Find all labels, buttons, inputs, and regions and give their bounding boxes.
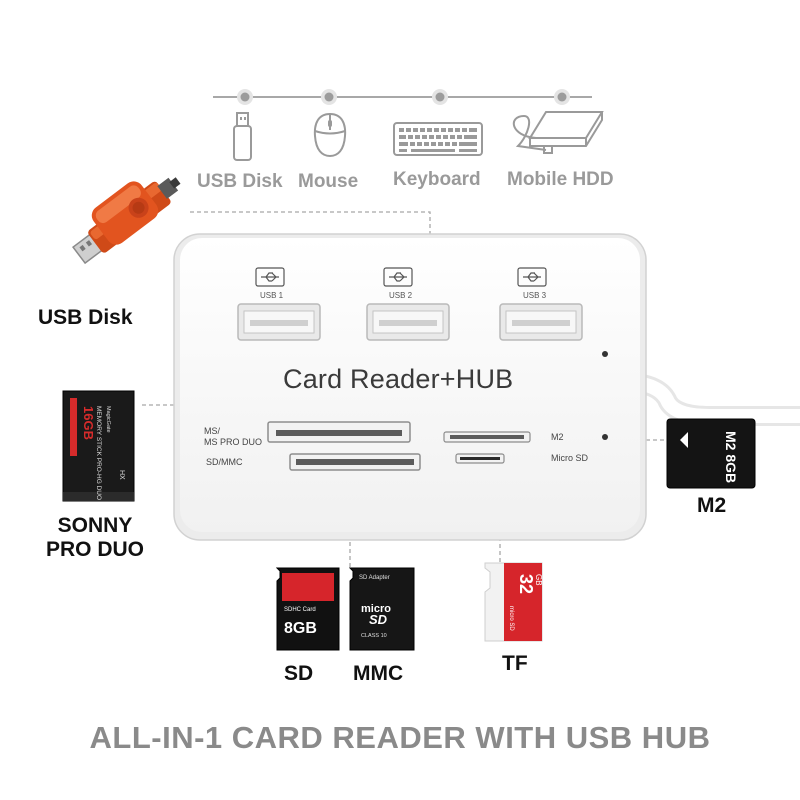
hub-body [173,233,647,541]
mmc-logo-text: micro [361,603,391,615]
port-label-usb-3: USB 3 [523,291,547,300]
peripheral-label-keyboard: Keyboard [393,169,481,190]
mouse-icon [313,112,347,158]
device-label-sony-pro-duo: SONNY PRO DUO [45,514,144,561]
sd-card: SDHC Card 8GB [276,567,340,651]
peripheral-label-mobile-hdd: Mobile HDD [507,169,614,190]
memory-stick-card: 16GB MEMORY STICK PRO-HG DUO MagicGate H… [62,390,135,502]
slot-label-m2: M2 [551,432,564,442]
device-label-sd: SD [284,662,314,685]
sd-capacity-text: 8GB [284,620,317,637]
mmc-header-text: SD Adapter [359,575,390,581]
tf-unit-text: GB [534,574,543,586]
ms-brand-text: MEMORY STICK PRO-HG DUO [95,406,102,500]
peripheral-line [213,89,592,105]
slot-label-sd-mmc: SD/MMC [206,457,243,467]
peripheral-label-mouse: Mouse [298,171,359,192]
usb-drive-icon [233,112,252,161]
hdd-icon [512,111,604,154]
slot-label-micro-sd: Micro SD [551,453,589,463]
device-label-m2: M2 [697,494,727,517]
sd-type-text: SDHC Card [284,607,316,613]
ms-capacity-text: 16GB [81,406,96,440]
slot-label-ms: MS/ MS PRO DUO [204,426,263,447]
mmc-sd-text: SD [369,612,388,627]
tf-logo-text: micro SD [508,606,514,631]
m2-card: M2 8GB [666,418,756,489]
ms-mark-text: MagicGate [105,406,111,433]
mmc-class-text: CLASS 10 [361,633,387,639]
keyboard-icon [393,122,483,156]
port-label-usb-1: USB 1 [260,291,284,300]
ms-hx-text: HX [118,470,125,480]
device-label-mmc: MMC [353,662,404,685]
tf-card: 32 GB micro SD [484,562,543,642]
tf-capacity-text: 32 [516,574,536,594]
m2-capacity-text: M2 8GB [723,431,739,483]
device-label-tf: TF [502,652,528,675]
port-label-usb-2: USB 2 [389,291,413,300]
usb-flash-drive-icon [72,177,181,265]
device-label-usb-disk: USB Disk [38,306,133,329]
headline: ALL-IN-1 CARD READER WITH USB HUB [89,720,711,755]
hub-title: Card Reader+HUB [283,364,514,394]
mmc-card: SD Adapter micro SD CLASS 10 [349,567,415,651]
peripheral-label-usb-disk: USB Disk [197,171,283,192]
